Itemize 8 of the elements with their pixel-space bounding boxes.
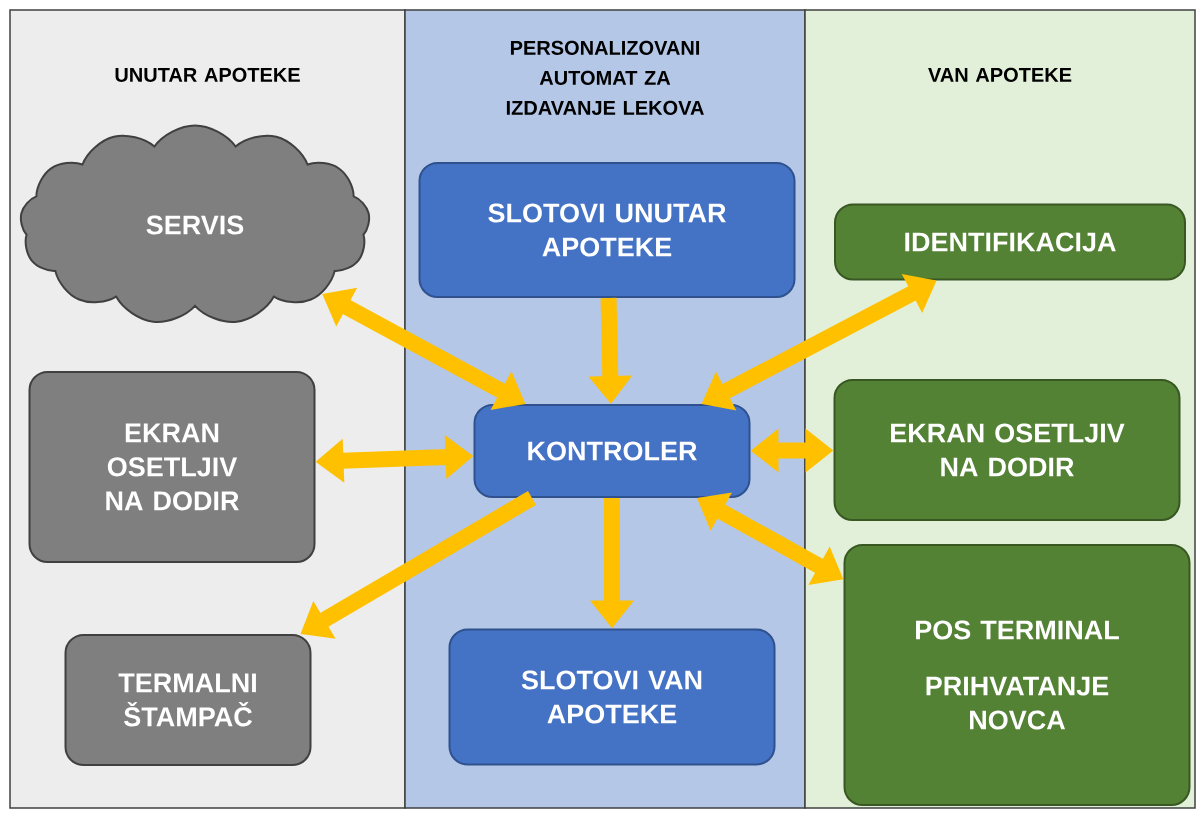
rounded-box: SLOTOVI UNUTAR APOTEKE <box>418 162 796 298</box>
rounded-box: TERMALNI ŠTAMPAČ <box>64 634 312 766</box>
rounded-box: EKRAN OSETLJIV NA DODIR <box>833 379 1181 521</box>
rounded-box: SLOTOVI VAN APOTEKE <box>448 628 776 766</box>
rounded-box: EKRAN OSETLJIV NA DODIR <box>28 371 316 563</box>
rounded-box: IDENTIFIKACIJA <box>834 203 1186 281</box>
rounded-box: POS TERMINAL PRIHVATANJE NOVCA <box>843 544 1191 806</box>
rounded-box: KONTROLER <box>473 404 751 498</box>
